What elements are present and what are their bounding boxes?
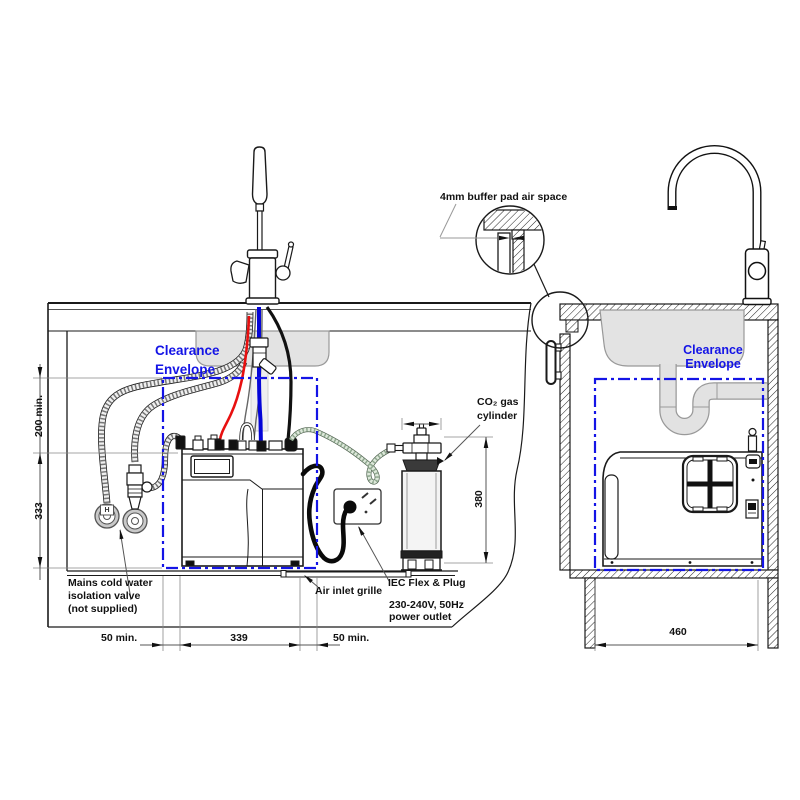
- clearance-envelope-front: [161, 376, 319, 570]
- under-sink-fittings: [249, 337, 277, 375]
- machine-side-connections: [745, 427, 761, 519]
- sink-side-view: [599, 309, 745, 367]
- air-inlet-label: Air inlet grille: [315, 585, 383, 597]
- clearance-side-line1: Clearance: [683, 343, 743, 357]
- cold-water-tube: [257, 307, 263, 449]
- cabinet-door-section: [559, 333, 571, 571]
- clearance-front-line1: Clearance: [155, 343, 220, 358]
- cabinet-leg: [584, 577, 596, 649]
- braided-hose-to-machine: [148, 432, 181, 492]
- co2-label-line2: cylinder: [477, 409, 518, 422]
- dim-50min-left: 50 min.: [101, 632, 138, 644]
- braided-hose-right-valve: [131, 360, 248, 463]
- dimension-cylinder: [401, 418, 493, 564]
- tap-front-view: [230, 146, 295, 305]
- cabinet-leg: [767, 577, 779, 649]
- machine-foot: [185, 560, 195, 567]
- machine-top-fittings: [175, 422, 298, 452]
- fan-grille: [681, 454, 739, 514]
- isolation-valve-body: [126, 464, 153, 510]
- black-drain-hose: [265, 306, 293, 441]
- power-label-line1: 230-240V, 50Hz: [389, 599, 464, 611]
- mains-valve-line1: Mains cold water: [68, 577, 153, 589]
- clearance-envelope-side: [593, 377, 765, 572]
- clearance-front-line2: Envelope: [155, 362, 216, 377]
- power-label-line2: power outlet: [389, 610, 452, 623]
- co2-cylinder-label: CO₂ gas cylinder: [477, 396, 518, 423]
- iec-power-cord: [300, 463, 357, 564]
- dimension-cabinet-width: [594, 580, 759, 651]
- machine-front-view: [181, 448, 304, 567]
- tap-left-handle: [230, 260, 250, 284]
- p-trap-drain: [659, 364, 767, 436]
- buffer-pad-detail: [439, 203, 589, 349]
- buffer-pad-label: 4mm buffer pad air space: [440, 191, 568, 203]
- power-outlet-label: 230-240V, 50Hz power outlet: [389, 599, 464, 623]
- co2-label-line1: CO₂ gas: [477, 396, 519, 408]
- mains-valve-label: Mains cold water isolation valve (not su…: [68, 577, 153, 616]
- dim-333: 333: [33, 502, 45, 520]
- dimension-bottom-front: [140, 576, 340, 651]
- clearance-side-line2: Envelope: [685, 356, 741, 371]
- mains-valve-line3: (not supplied): [68, 603, 138, 615]
- co2-gas-hose: [288, 427, 397, 485]
- tap-right-lever: [283, 245, 294, 270]
- clearance-envelope-side-label: Clearance Envelope: [676, 343, 750, 371]
- clearance-envelope-front-label: Clearance Envelope: [155, 341, 220, 379]
- plug-head: [343, 500, 357, 514]
- air-inlet-grille: [280, 570, 412, 578]
- tap-side-view: [667, 145, 772, 306]
- dim-339: 339: [230, 632, 248, 644]
- hot-water-tube: [218, 315, 251, 441]
- leader-lines: [119, 424, 481, 601]
- machine-foot: [290, 560, 300, 567]
- hot-valve-marker-box: [100, 504, 114, 516]
- hot-valve-marker: H: [104, 506, 110, 514]
- front-view-cabinet: [47, 302, 532, 628]
- machine-front-panel: [604, 474, 619, 560]
- cabinet-back-section: [767, 319, 779, 571]
- machine-side-view: [602, 427, 763, 567]
- co2-cylinder: [386, 423, 444, 571]
- dim-50min-right: 50 min.: [333, 632, 370, 644]
- dim-200-min: 200 min.: [33, 394, 45, 438]
- dim-460: 460: [669, 626, 687, 638]
- cylinder-leader-target: [437, 457, 444, 465]
- mains-valve-line2: isolation valve: [68, 590, 141, 602]
- tap-knob: [747, 261, 767, 281]
- tap-aerator: [667, 206, 677, 210]
- power-outlet: [333, 488, 382, 525]
- dim-380: 380: [473, 490, 485, 508]
- mains-isolation-valves: [94, 464, 153, 534]
- cabinet-floor-section: [569, 569, 779, 579]
- countertop-step: [565, 319, 579, 333]
- iec-flex-plug-label: IEC Flex & Plug: [388, 577, 466, 589]
- dimension-left-vertical: [33, 364, 178, 580]
